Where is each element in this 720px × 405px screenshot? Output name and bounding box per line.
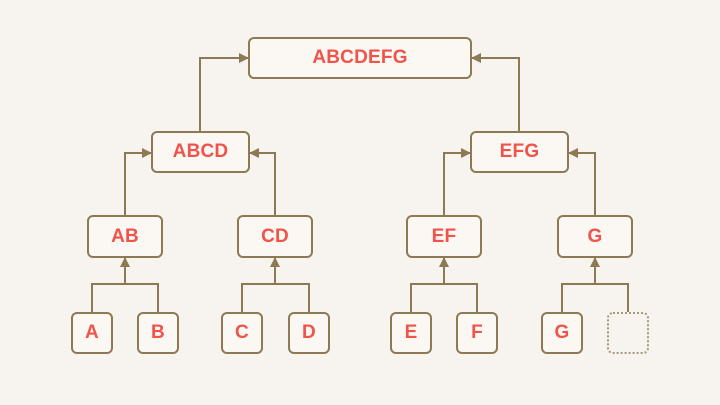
arrow-ef-to-efg — [443, 148, 471, 215]
arrow-abcd-to-root — [199, 53, 249, 131]
connector-a-b — [91, 283, 159, 312]
node-ef: EF — [406, 215, 482, 258]
node-ab: AB — [87, 215, 163, 258]
leaf-f: F — [456, 312, 498, 354]
connector-c-d — [241, 283, 310, 312]
leaf-g: G — [541, 312, 583, 354]
leaf-c: C — [221, 312, 263, 354]
leaf-a: A — [71, 312, 113, 354]
node-cd: CD — [237, 215, 313, 258]
connector-g-empty — [561, 283, 629, 312]
arrow-ab-to-abcd — [124, 148, 152, 215]
leaf-d: D — [288, 312, 330, 354]
leaf-empty-placeholder — [607, 312, 649, 354]
arrow-g-to-efg — [568, 148, 596, 215]
arrow-cd-to-abcd — [249, 148, 276, 215]
leaf-e: E — [390, 312, 432, 354]
leaf-b: B — [137, 312, 179, 354]
node-root: ABCDEFG — [248, 37, 472, 79]
node-efg: EFG — [470, 131, 569, 173]
arrow-efg-to-root — [471, 53, 520, 131]
node-g-parent: G — [557, 215, 633, 258]
connector-e-f — [410, 283, 478, 312]
node-abcd: ABCD — [151, 131, 250, 173]
